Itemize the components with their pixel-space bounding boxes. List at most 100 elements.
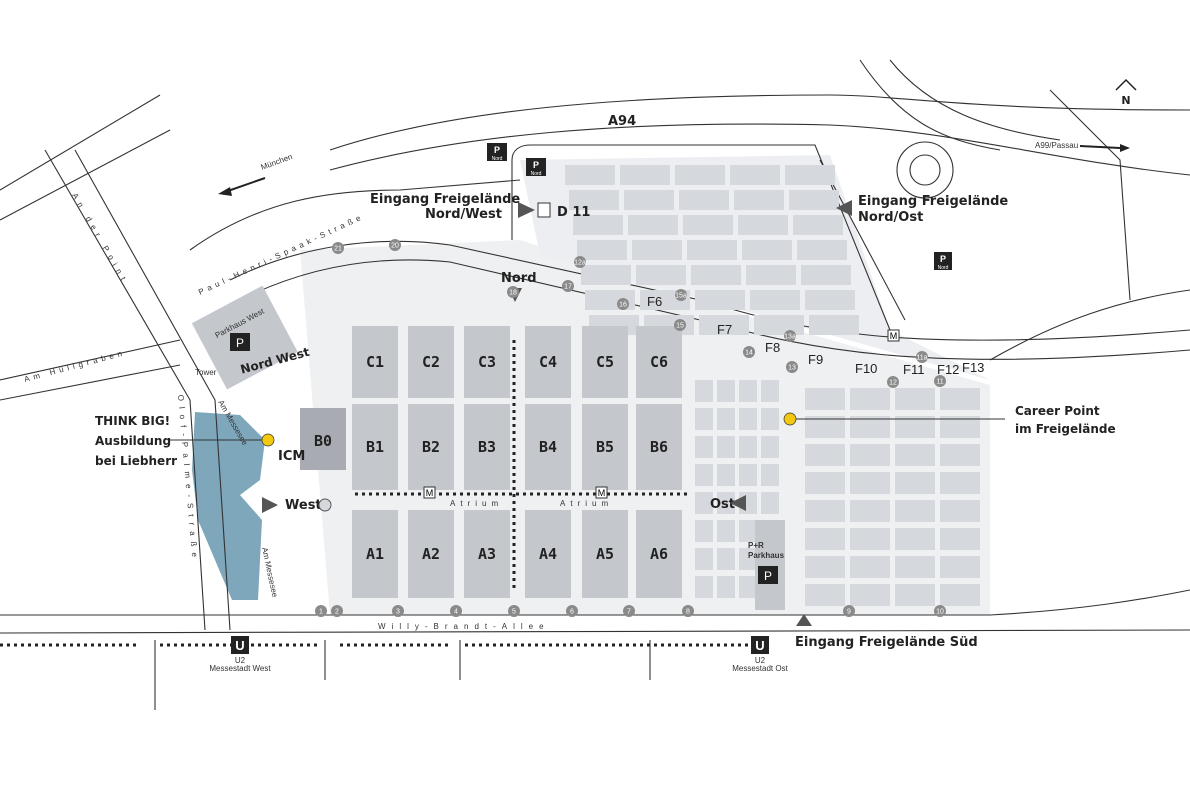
open-air-plot	[632, 240, 682, 260]
gate-marker: 2	[331, 605, 343, 617]
parking-icon	[758, 566, 778, 584]
poi-marker-icon	[261, 433, 275, 447]
west-entrance-label[interactable]: West	[285, 498, 322, 513]
gate-marker: 10	[934, 605, 946, 617]
open-air-plot	[895, 528, 935, 550]
svg-text:17: 17	[564, 284, 572, 291]
svg-text:Messestadt Ost: Messestadt Ost	[732, 664, 788, 673]
hall-label: A2	[422, 545, 440, 563]
lake	[192, 412, 265, 600]
pr-label-1: P+R	[748, 541, 764, 550]
gate-marker: 11	[934, 375, 946, 387]
poi-think-big[interactable]: THINK BIG! Ausbildung bei Liebherr	[95, 414, 275, 468]
hall-c2[interactable]	[408, 326, 454, 398]
open-air-plot	[850, 388, 890, 410]
hall-b4[interactable]	[525, 404, 571, 490]
hall-a4[interactable]	[525, 510, 571, 598]
svg-text:20: 20	[391, 243, 399, 250]
open-air-plot	[850, 584, 890, 606]
open-air-plot	[695, 290, 745, 310]
parking-icon	[230, 333, 250, 351]
open-air-plot	[850, 472, 890, 494]
freigelaende-nw-label-1: Eingang Freigelände	[370, 192, 520, 207]
open-air-plot	[805, 500, 845, 522]
svg-text:P: P	[494, 145, 500, 155]
willy-brandt-label: Willy-Brandt-Allee	[378, 622, 550, 631]
open-air-plot	[793, 215, 843, 235]
open-air-plot	[675, 165, 725, 185]
open-air-plot	[805, 444, 845, 466]
svg-text:13a: 13a	[784, 334, 796, 341]
open-air-plot	[895, 444, 935, 466]
freigelaende-nw-label-2: Nord/West	[425, 207, 502, 222]
area-label-f12: F12	[937, 362, 959, 377]
hall-c5[interactable]	[582, 326, 628, 398]
hall-a5[interactable]	[582, 510, 628, 598]
svg-text:Messestadt West: Messestadt West	[209, 664, 271, 673]
open-air-plot	[679, 190, 729, 210]
open-air-plot	[739, 408, 757, 430]
open-air-plot	[940, 584, 980, 606]
nord-entrance-label[interactable]: Nord	[501, 271, 537, 286]
hall-b3[interactable]	[464, 404, 510, 490]
hall-a2[interactable]	[408, 510, 454, 598]
hall-b6[interactable]	[636, 404, 682, 490]
hall-label: A3	[478, 545, 496, 563]
hall-c6[interactable]	[636, 326, 682, 398]
metro-marker: M	[887, 329, 900, 342]
a99-label: A99/Passau	[1035, 141, 1078, 150]
gate-marker: 12a	[574, 256, 586, 268]
atrium-label-1: Atrium	[450, 499, 503, 508]
open-air-plot	[695, 548, 713, 570]
gate-marker: 3	[392, 605, 404, 617]
open-air-plot	[895, 584, 935, 606]
open-air-plot	[761, 464, 779, 486]
hall-a3[interactable]	[464, 510, 510, 598]
open-air-plot	[691, 265, 741, 285]
hall-label: C6	[650, 353, 668, 371]
ubahn-ost[interactable]: U U2 Messestadt Ost	[732, 636, 789, 673]
open-air-plot	[789, 190, 839, 210]
gate-marker: 5	[508, 605, 520, 617]
area-label-f13: F13	[962, 360, 984, 375]
svg-text:11: 11	[936, 379, 943, 386]
hall-c4[interactable]	[525, 326, 571, 398]
open-air-plot	[895, 556, 935, 578]
open-air-plot	[746, 265, 796, 285]
open-air-plot	[805, 416, 845, 438]
open-air-plot	[850, 444, 890, 466]
arrow-west-icon	[218, 187, 232, 196]
poi-career-point[interactable]: Career Point im Freigelände	[783, 404, 1116, 436]
area-label-f6: F6	[647, 294, 662, 309]
area-label-f11: F11	[903, 362, 924, 377]
svg-text:M: M	[426, 488, 434, 498]
road-network	[0, 59, 1190, 710]
svg-text:Nord: Nord	[531, 171, 542, 177]
svg-text:8: 8	[686, 609, 690, 616]
open-air-plot	[739, 464, 757, 486]
svg-text:N: N	[1121, 94, 1130, 107]
parking-nord-badge: P Nord	[934, 252, 952, 271]
hall-b2[interactable]	[408, 404, 454, 490]
hall-label: B1	[366, 438, 384, 456]
open-air-plot	[695, 520, 713, 542]
hall-b5[interactable]	[582, 404, 628, 490]
open-air-plot	[577, 240, 627, 260]
ost-entrance-label[interactable]: Ost	[710, 497, 735, 512]
svg-text:Nord: Nord	[938, 265, 949, 271]
hall-label: B3	[478, 438, 496, 456]
hall-a6[interactable]	[636, 510, 682, 598]
hall-c1[interactable]	[352, 326, 398, 398]
ubahn-west[interactable]: U U2 Messestadt West	[209, 636, 271, 673]
hall-c3[interactable]	[464, 326, 510, 398]
open-air-plot	[739, 436, 757, 458]
open-air-plot	[739, 380, 757, 402]
svg-text:1: 1	[319, 609, 323, 616]
area-label-f8: F8	[765, 340, 780, 355]
open-air-plot	[940, 472, 980, 494]
hall-a1[interactable]	[352, 510, 398, 598]
hall-b1[interactable]	[352, 404, 398, 490]
open-air-plot	[738, 215, 788, 235]
